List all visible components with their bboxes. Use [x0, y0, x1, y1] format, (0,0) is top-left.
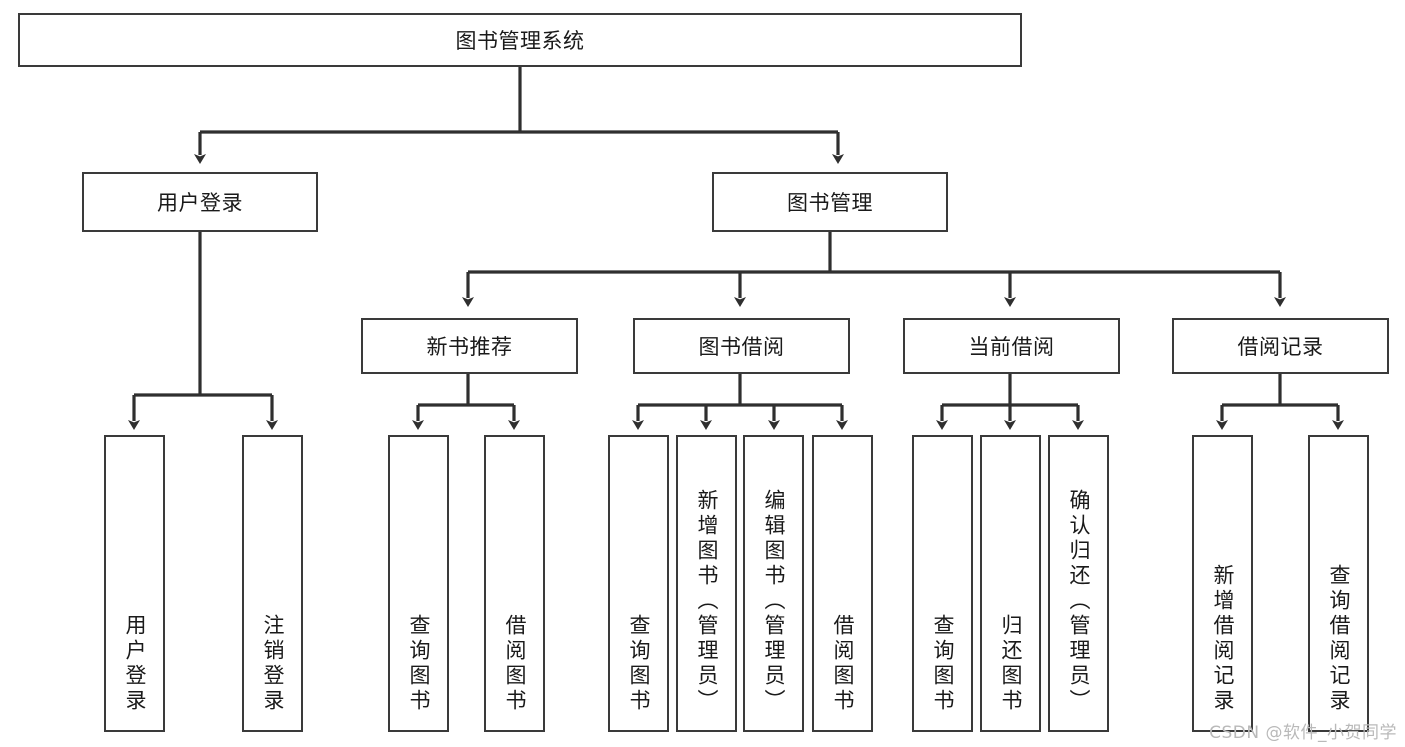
leaf-borrow-books-new[interactable]: 借阅图书: [484, 435, 545, 732]
watermark-text: CSDN @软件_小贺同学: [1209, 723, 1397, 743]
leaf-query-borrow-record[interactable]: 查询借阅记录: [1308, 435, 1369, 732]
node-label: 确认归还（管理员）: [1067, 489, 1091, 714]
node-label: 查询图书: [931, 614, 955, 714]
node-label: 用户登录: [123, 614, 147, 714]
node-label: 注销登录: [261, 614, 285, 714]
leaf-query-books-borrow[interactable]: 查询图书: [608, 435, 669, 732]
node-label: 图书借阅: [698, 335, 785, 359]
node-label: 新增借阅记录: [1211, 564, 1235, 714]
leaf-query-books-current[interactable]: 查询图书: [912, 435, 973, 732]
leaf-logout[interactable]: 注销登录: [242, 435, 303, 732]
node-label: 当前借阅: [968, 335, 1055, 359]
leaf-borrow-book[interactable]: 借阅图书: [812, 435, 873, 732]
leaf-edit-book-admin[interactable]: 编辑图书（管理员）: [743, 435, 804, 732]
leaf-return-book[interactable]: 归还图书: [980, 435, 1041, 732]
leaf-confirm-return-admin[interactable]: 确认归还（管理员）: [1048, 435, 1109, 732]
node-label: 新增图书（管理员）: [695, 489, 719, 714]
node-label: 借阅图书: [503, 614, 527, 714]
node-label: 查询图书: [627, 614, 651, 714]
node-user-login[interactable]: 用户登录: [82, 172, 318, 232]
node-book-borrow[interactable]: 图书借阅: [633, 318, 850, 374]
node-label: 借阅图书: [831, 614, 855, 714]
node-book-management[interactable]: 图书管理: [712, 172, 948, 232]
node-label: 查询图书: [407, 614, 431, 714]
leaf-add-book-admin[interactable]: 新增图书（管理员）: [676, 435, 737, 732]
node-label: 用户登录: [157, 191, 243, 215]
node-label: 借阅记录: [1237, 335, 1324, 359]
node-label: 图书管理系统: [455, 29, 585, 53]
node-label: 新书推荐: [426, 335, 513, 359]
node-new-book-recommend[interactable]: 新书推荐: [361, 318, 578, 374]
node-label: 归还图书: [999, 614, 1023, 714]
leaf-query-books-new[interactable]: 查询图书: [388, 435, 449, 732]
node-current-borrow[interactable]: 当前借阅: [903, 318, 1120, 374]
node-label: 图书管理: [787, 191, 873, 215]
node-book-management-system[interactable]: 图书管理系统: [18, 13, 1022, 67]
leaf-user-login[interactable]: 用户登录: [104, 435, 165, 732]
leaf-add-borrow-record[interactable]: 新增借阅记录: [1192, 435, 1253, 732]
node-label: 查询借阅记录: [1327, 564, 1351, 714]
node-label: 编辑图书（管理员）: [762, 489, 786, 714]
node-borrow-records[interactable]: 借阅记录: [1172, 318, 1389, 374]
